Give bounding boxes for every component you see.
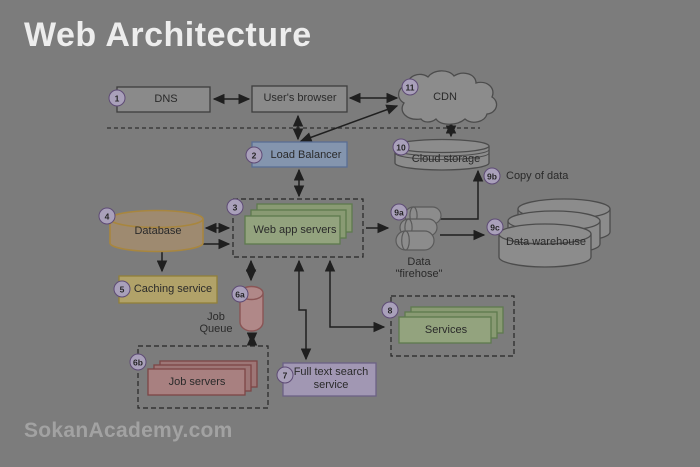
arrow-webapp-services bbox=[324, 259, 386, 333]
badge-cloud-storage: 10 bbox=[392, 138, 410, 156]
connectors bbox=[156, 92, 486, 361]
users-browser-box bbox=[251, 85, 348, 113]
badge-database: 4 bbox=[98, 207, 116, 225]
arrow-loadbalancer-cdn bbox=[299, 104, 399, 143]
group-borders bbox=[137, 198, 515, 409]
badge-load-balancer: 2 bbox=[245, 146, 263, 164]
users-browser-label: User's browser bbox=[263, 91, 337, 104]
badge-cdn: 11 bbox=[401, 78, 419, 96]
job-servers-label: Job servers bbox=[168, 375, 226, 388]
badge-full-text-search: 7 bbox=[276, 366, 294, 384]
dns-label: DNS bbox=[154, 92, 178, 105]
badge-copy-of-data: 9b bbox=[483, 167, 501, 185]
database-shape bbox=[109, 209, 204, 253]
web-app-servers-stack bbox=[244, 203, 353, 245]
database-label: Database bbox=[134, 224, 182, 237]
full-text-search-label-line2: service bbox=[313, 378, 349, 391]
data-warehouse-shape bbox=[498, 198, 611, 268]
data-firehose-shape bbox=[395, 206, 442, 251]
arrow-webapp-fulltextsearch bbox=[293, 259, 312, 361]
job-queue-label-line1: Job bbox=[207, 310, 225, 323]
services-stack bbox=[398, 306, 504, 344]
web-app-servers-label: Web app servers bbox=[253, 223, 337, 236]
badge-services: 8 bbox=[381, 301, 399, 319]
services-group bbox=[390, 295, 515, 357]
watermark: SokanAcademy.com bbox=[24, 419, 233, 442]
data-warehouse-label: Data warehouse bbox=[505, 235, 587, 248]
arrow-firehose-cloudstorage bbox=[440, 169, 484, 220]
job-queue-shape bbox=[239, 285, 264, 332]
cdn-cloud-shape bbox=[398, 70, 498, 125]
copy-of-data-label: Copy of data bbox=[506, 170, 569, 182]
badge-web-app-servers: 3 bbox=[226, 198, 244, 216]
cloud-storage-shape bbox=[394, 138, 490, 171]
badge-job-queue: 6a bbox=[231, 285, 249, 303]
caching-service-box bbox=[118, 275, 218, 304]
badge-caching: 5 bbox=[113, 280, 131, 298]
badge-data-warehouse: 9c bbox=[486, 218, 504, 236]
cdn-label: CDN bbox=[433, 90, 457, 103]
job-servers-stack bbox=[147, 360, 258, 396]
firehose-label-line1: Data bbox=[407, 255, 431, 268]
web-app-servers-group bbox=[232, 198, 364, 258]
services-label: Services bbox=[424, 323, 468, 336]
job-servers-group bbox=[137, 345, 269, 409]
load-balancer-label: Load Balancer bbox=[270, 148, 342, 161]
firehose-label-line2: "firehose" bbox=[395, 267, 443, 280]
full-text-search-label-line1: Full text search bbox=[293, 365, 369, 378]
badge-job-servers: 6b bbox=[129, 353, 147, 371]
badge-firehose: 9a bbox=[390, 203, 408, 221]
badge-dns: 1 bbox=[108, 89, 126, 107]
job-queue-label-line2: Queue bbox=[199, 322, 233, 335]
page-title: Web Architecture bbox=[24, 16, 312, 54]
caching-service-label: Caching service bbox=[133, 282, 213, 295]
cloud-storage-label: Cloud storage bbox=[411, 152, 481, 165]
